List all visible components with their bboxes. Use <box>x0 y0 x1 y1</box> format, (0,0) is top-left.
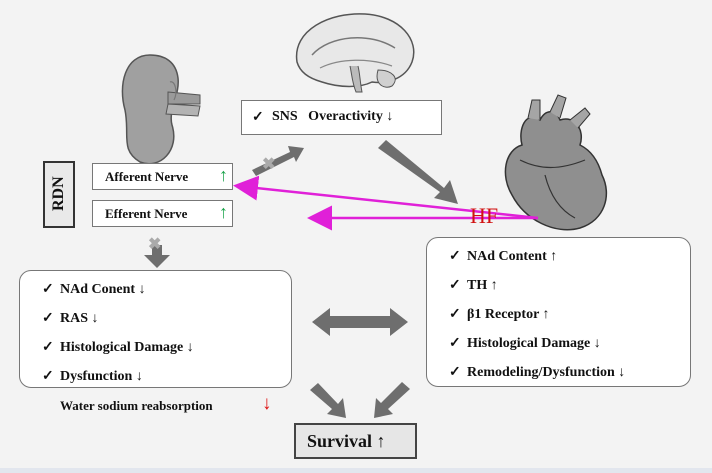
afferent-to-sns-arrow <box>252 146 304 176</box>
efferent-to-kidney-arrow <box>144 245 170 268</box>
hf-label: HF <box>470 203 499 228</box>
heart-effects-box: ✓NAd Content ↑ ✓TH ↑ ✓β1 Receptor ↑ ✓His… <box>426 237 691 387</box>
list-item: ✓RAS ↓ <box>42 311 99 326</box>
kidney-effects-box: ✓NAd Conent ↓ ✓RAS ↓ ✓Histological Damag… <box>19 270 292 388</box>
kidney-effects-list: ✓NAd Conent ↓ ✓RAS ↓ ✓Histological Damag… <box>42 275 194 391</box>
kidney-icon <box>121 54 201 165</box>
rdn-label: RDN <box>50 176 67 211</box>
up-arrow-icon: ↑ <box>219 202 228 222</box>
efferent-nerve-label: Efferent Nerve <box>105 206 188 221</box>
list-item: ✓NAd Content ↑ <box>449 249 558 264</box>
water-sodium-label: Water sodium reabsorption <box>60 398 213 413</box>
survival-box: Survival ↑ <box>294 423 417 459</box>
bottom-divider <box>0 468 712 473</box>
heart-icon <box>504 94 608 231</box>
list-item: ✓TH ↑ <box>449 278 498 293</box>
check-icon: ✓ <box>252 110 264 125</box>
rdn-box: RDN <box>43 161 75 228</box>
list-item: ✓Histological Damage ↓ <box>42 340 194 355</box>
efferent-nerve-box: Efferent Nerve ↑ <box>92 200 233 227</box>
survival-label: Survival ↑ <box>307 431 386 451</box>
bidirectional-arrow <box>312 308 408 336</box>
sns-label: SNS Overactivity ↓ <box>272 109 394 124</box>
heart-to-survival-arrow <box>374 382 410 418</box>
afferent-nerve-box: Afferent Nerve ↑ <box>92 163 233 190</box>
hf-to-afferent-arrow <box>233 175 539 220</box>
block-cross-icon: ✖ <box>148 236 162 253</box>
up-arrow-icon: ↑ <box>219 165 228 185</box>
heart-effects-list: ✓NAd Content ↑ ✓TH ↑ ✓β1 Receptor ↑ ✓His… <box>449 242 625 387</box>
list-item: ✓β1 Receptor ↑ <box>449 307 550 322</box>
block-cross-icon: ✖ <box>262 156 276 173</box>
list-item: ✓Remodeling/Dysfunction ↓ <box>449 365 626 380</box>
list-item: ✓NAd Conent ↓ <box>42 282 146 297</box>
list-item: ✓Dysfunction ↓ <box>42 369 143 384</box>
sns-box: ✓ SNS Overactivity ↓ <box>241 100 442 135</box>
brain-icon <box>295 13 415 93</box>
list-item: ✓Histological Damage ↓ <box>449 336 601 351</box>
afferent-nerve-label: Afferent Nerve <box>105 169 189 184</box>
kidney-to-survival-arrow <box>310 383 346 418</box>
sns-to-heart-arrow <box>378 140 458 204</box>
down-arrow-icon: ↓ <box>262 393 272 414</box>
